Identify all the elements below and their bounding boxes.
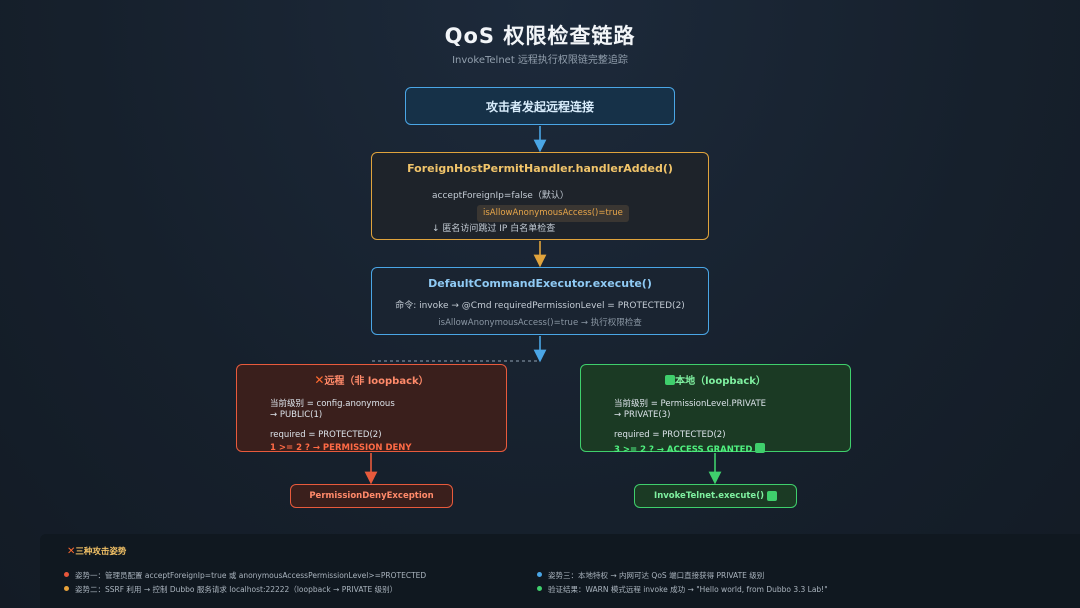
node-local-result: 3 >= 2 ? → ACCESS GRANTED [614, 445, 753, 455]
node-foreign-title: ForeignHostPermitHandler.handlerAdded() [407, 162, 673, 175]
node-remote-title: 远程（非 loopback） [324, 376, 429, 387]
node-invoke-telnet-execute: InvokeTelnet.execute() [634, 484, 797, 508]
node-remote-line2: → PUBLIC(1) [270, 410, 323, 420]
node-foreign-chip: isAllowAnonymousAccess()=true [477, 205, 629, 222]
node-remote-line1: 当前级别 = config.anonymous [270, 399, 395, 409]
bullet-icon [537, 572, 542, 577]
attack-panel-title-text: 三种攻击姿势 [75, 547, 127, 557]
node-attacker-connect-label: 攻击者发起远程连接 [485, 99, 594, 114]
cross-icon: ✕ [67, 546, 76, 557]
check-square-icon [755, 443, 766, 453]
node-local-header: 本地（loopback） [581, 372, 850, 387]
node-deny-label: PermissionDenyException [309, 491, 434, 501]
node-exec-line2: isAllowAnonymousAccess()=true → 执行权限检查 [438, 318, 642, 328]
node-foreign-host-handler: ForeignHostPermitHandler.handlerAdded() … [371, 152, 709, 240]
check-square-icon [766, 491, 777, 501]
node-remote-branch: ✕远程（非 loopback） 当前级别 = config.anonymous … [236, 364, 507, 453]
attack-panel-title: ✕三种攻击姿势 [67, 545, 126, 557]
node-local-line1: 当前级别 = PermissionLevel.PRIVATE [614, 399, 767, 409]
node-local-branch: 本地（loopback） 当前级别 = PermissionLevel.PRIV… [580, 364, 851, 455]
check-square-icon [665, 375, 676, 385]
node-local-result-row: 3 >= 2 ? → ACCESS GRANTED [614, 443, 766, 455]
attack-item: 姿势三：本地特权 → 内网可达 QoS 端口直接获得 PRIVATE 级别 [537, 570, 764, 581]
node-command-executor: DefaultCommandExecutor.execute() 命令: inv… [371, 267, 709, 335]
node-foreign-line2: ↓ 匿名访问跳过 IP 白名单检查 [432, 224, 556, 234]
node-permission-deny-exception: PermissionDenyException [290, 484, 453, 508]
node-local-line3: required = PROTECTED(2) [614, 430, 726, 440]
attack-item-text: 姿势二：SSRF 利用 → 控制 Dubbo 服务请求 localhost:22… [75, 585, 398, 594]
attack-item: 姿势二：SSRF 利用 → 控制 Dubbo 服务请求 localhost:22… [64, 584, 397, 595]
attack-item: 验证结果：WARN 模式远程 invoke 成功 → "Hello world,… [537, 584, 828, 595]
page-subtitle: InvokeTelnet 远程执行权限链完整追踪 [452, 55, 628, 66]
node-local-line2: → PRIVATE(3) [614, 410, 671, 420]
attack-item: 姿势一：管理员配置 acceptForeignIp=true 或 anonymo… [64, 570, 426, 581]
bullet-icon [64, 572, 69, 577]
attack-methods-panel: ✕三种攻击姿势 姿势一：管理员配置 acceptForeignIp=true 或… [40, 534, 1080, 608]
node-attacker-connect: 攻击者发起远程连接 [405, 87, 675, 125]
attack-item-text: 姿势一：管理员配置 acceptForeignIp=true 或 anonymo… [75, 571, 427, 580]
node-exec-line1: 命令: invoke → @Cmd requiredPermissionLeve… [395, 301, 685, 311]
node-remote-header: ✕远程（非 loopback） [237, 372, 506, 387]
node-remote-result: 1 >= 2 ? → PERMISSION DENY [270, 443, 412, 453]
cross-icon: ✕ [314, 373, 325, 387]
bullet-icon [64, 586, 69, 591]
node-invoke-label: InvokeTelnet.execute() [654, 491, 764, 501]
attack-item-text: 姿势三：本地特权 → 内网可达 QoS 端口直接获得 PRIVATE 级别 [548, 571, 765, 580]
node-exec-title: DefaultCommandExecutor.execute() [428, 277, 652, 290]
node-local-title: 本地（loopback） [675, 376, 766, 387]
node-remote-line3: required = PROTECTED(2) [270, 430, 382, 440]
attack-item-text: 验证结果：WARN 模式远程 invoke 成功 → "Hello world,… [548, 585, 828, 594]
node-foreign-line1: acceptForeignIp=false（默认） [432, 191, 569, 201]
bullet-icon [537, 586, 542, 591]
page-title: QoS 权限检查链路 [444, 24, 636, 48]
